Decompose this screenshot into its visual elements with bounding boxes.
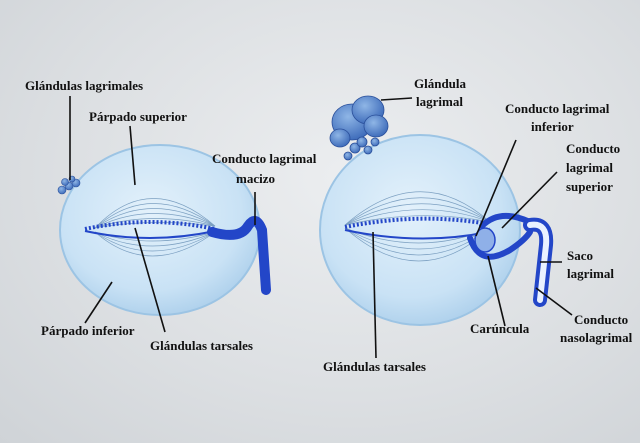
left-eye-figure xyxy=(57,144,271,316)
left-lacrimal-glands-shape xyxy=(57,175,81,195)
right-eye-figure xyxy=(319,95,554,326)
label-lacrimal-glands: Glándulas lagrimales xyxy=(25,78,143,93)
label-sac-2: lagrimal xyxy=(567,266,614,281)
label-nasolacrimal-1: Conducto xyxy=(574,312,628,327)
label-lacrimal-gland-1: Glándula xyxy=(414,76,467,91)
label-superior-duct-2: lagrimal xyxy=(566,160,613,175)
left-eyelid-fibers xyxy=(94,198,216,257)
label-left-tarsal-glands: Glándulas tarsales xyxy=(150,338,253,353)
label-solid-duct-1: Conducto lagrimal xyxy=(212,151,317,166)
label-sac-1: Saco xyxy=(567,248,593,263)
left-tarsal-glands xyxy=(84,220,216,231)
label-lacrimal-gland-2: lagrimal xyxy=(416,94,463,109)
label-nasolacrimal-2: nasolagrimal xyxy=(560,330,633,345)
label-superior-duct-1: Conducto xyxy=(566,141,620,156)
right-tarsal-glands xyxy=(344,216,489,229)
label-lower-eyelid: Párpado inferior xyxy=(41,323,135,338)
right-eyeball xyxy=(319,134,521,326)
label-caruncle: Carúncula xyxy=(470,321,530,336)
right-inferior-duct xyxy=(467,229,533,260)
label-inferior-duct-2: inferior xyxy=(531,119,574,134)
label-right-tarsal-glands: Glándulas tarsales xyxy=(323,359,426,374)
label-solid-duct-2: macizo xyxy=(236,171,275,186)
label-inferior-duct-1: Conducto lagrimal xyxy=(505,101,610,116)
leader-lines xyxy=(69,96,573,359)
label-superior-duct-3: superior xyxy=(566,179,613,194)
left-solid-duct xyxy=(207,215,271,295)
label-upper-eyelid: Párpado superior xyxy=(89,109,187,124)
right-superior-duct xyxy=(479,213,533,229)
right-caruncle xyxy=(474,227,496,253)
right-lacrimal-gland-shape xyxy=(329,95,389,161)
